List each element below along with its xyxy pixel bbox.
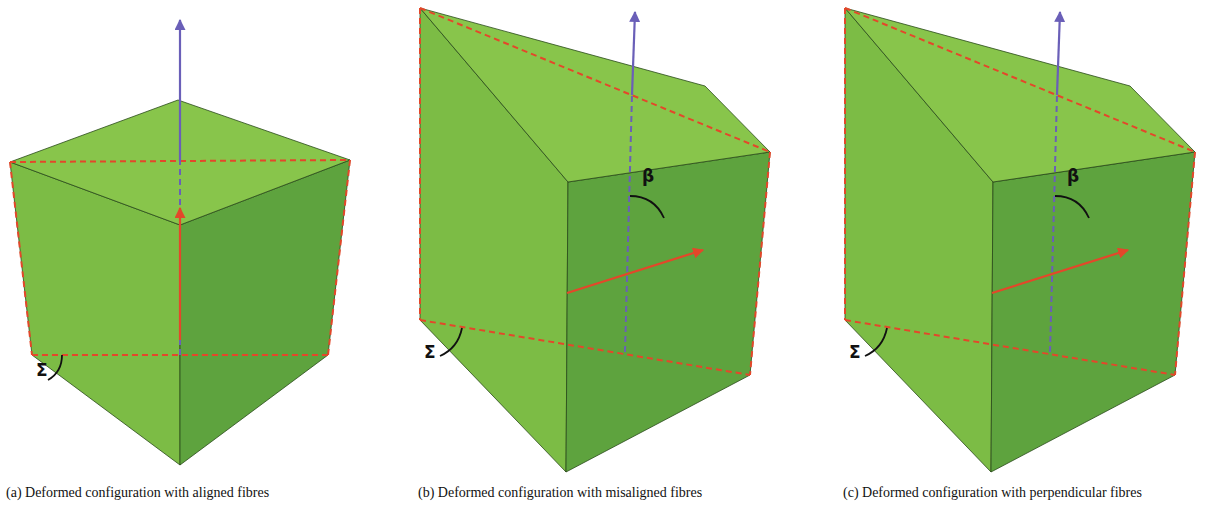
cube-aligned — [10, 20, 350, 465]
cube-misaligned — [420, 8, 770, 472]
angle-symbol: Σ — [36, 362, 48, 379]
angle-symbol: Σ — [424, 344, 436, 361]
figure-caption: (c) Deformed configuration with perpendi… — [843, 484, 1183, 502]
angle-symbol: β — [1067, 168, 1079, 185]
angle-symbol: Σ — [849, 344, 861, 361]
angle-symbol: β — [642, 168, 654, 185]
cube-perpendicular — [845, 8, 1195, 472]
figure-caption: (a) Deformed configuration with aligned … — [6, 484, 336, 502]
figure-caption: (b) Deformed configuration with misalign… — [418, 484, 758, 502]
